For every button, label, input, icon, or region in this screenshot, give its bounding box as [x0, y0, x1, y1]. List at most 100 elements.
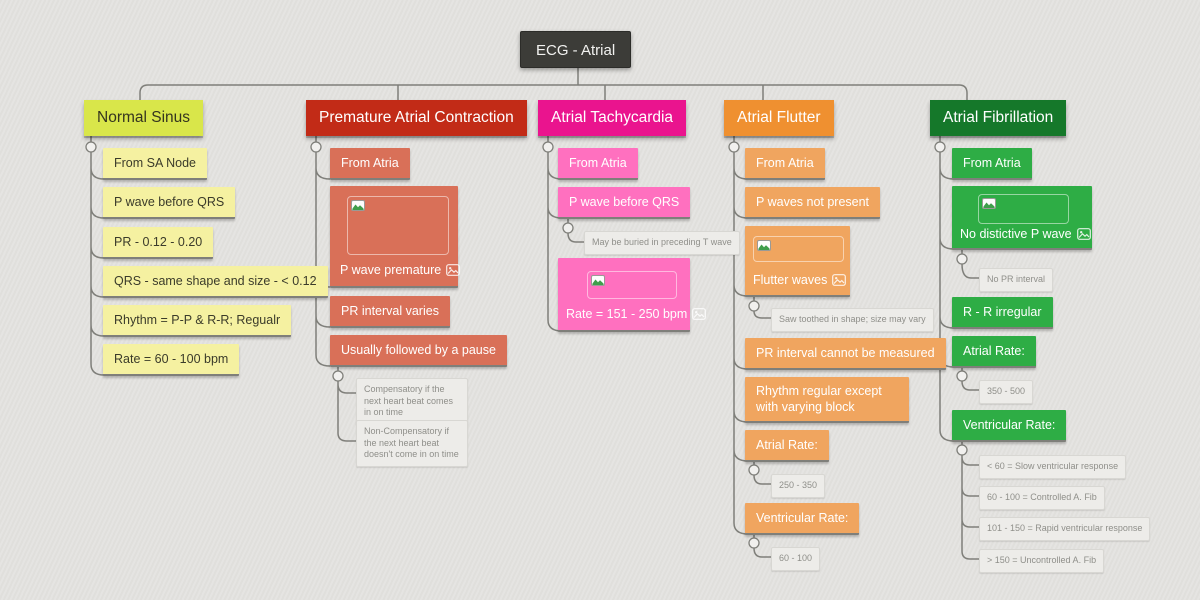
- subtopic-label: P wave before QRS: [569, 195, 680, 209]
- subtopic-no-distinctive-p-wave[interactable]: No distictive P wave: [952, 186, 1092, 250]
- subtopic-atrial-rate[interactable]: Atrial Rate:: [745, 430, 829, 462]
- connector-top-drops: [397, 85, 764, 100]
- connector-pac: [315, 136, 331, 367]
- subtopic-flutter-waves[interactable]: Flutter waves: [745, 226, 850, 297]
- subtopic-label: No distictive P wave: [960, 227, 1072, 241]
- collapse-toggle[interactable]: [748, 300, 760, 312]
- note-saw-toothed[interactable]: Saw toothed in shape; size may vary: [771, 308, 934, 332]
- subtopic-rhythm-regular[interactable]: Rhythm = P-P & R-R; Regualr: [103, 305, 292, 337]
- topic-atrial-fibrillation[interactable]: Atrial Fibrillation: [930, 100, 1067, 136]
- note-controlled-afib[interactable]: 60 - 100 = Controlled A. Fib: [979, 486, 1105, 510]
- note-text: May be buried in preceding T wave: [592, 237, 732, 247]
- root-topic[interactable]: ECG - Atrial: [520, 31, 632, 68]
- subtopic-label: PR interval varies: [341, 304, 439, 318]
- collapse-toggle[interactable]: [956, 444, 968, 456]
- subtopic-from-atria[interactable]: From Atria: [745, 148, 825, 180]
- subtopic-from-atria[interactable]: From Atria: [558, 148, 638, 180]
- subtopic-ventricular-rate[interactable]: Ventricular Rate:: [952, 410, 1067, 442]
- collapse-toggle[interactable]: [562, 222, 574, 234]
- subtopic-followed-by-pause[interactable]: Usually followed by a pause: [330, 335, 507, 367]
- subtopic-label: PR - 0.12 - 0.20: [114, 235, 203, 249]
- topic-premature-atrial-contraction[interactable]: Premature Atrial Contraction: [306, 100, 527, 136]
- subtopic-qrs-shape[interactable]: QRS - same shape and size - < 0.12: [103, 266, 328, 298]
- connector-afib-notes: [961, 249, 979, 560]
- note-text: Saw toothed in shape; size may vary: [779, 314, 926, 324]
- note-slow-ventricular-response[interactable]: < 60 = Slow ventricular response: [979, 455, 1127, 479]
- connector-afl-notes: [753, 296, 771, 558]
- collapse-toggle[interactable]: [956, 253, 968, 265]
- subtopic-from-sa-node[interactable]: From SA Node: [103, 148, 207, 180]
- collapse-toggle[interactable]: [542, 141, 554, 153]
- subtopic-pr-interval-varies[interactable]: PR interval varies: [330, 296, 450, 328]
- connector-at: [547, 136, 563, 332]
- subtopic-label: R - R irregular: [963, 305, 1042, 319]
- subtopic-label: From Atria: [569, 156, 627, 170]
- subtopic-label: P waves not present: [756, 195, 870, 209]
- collapse-toggle[interactable]: [934, 141, 946, 153]
- subtopic-p-wave-premature[interactable]: P wave premature: [330, 186, 461, 288]
- subtopic-label: Usually followed by a pause: [341, 343, 496, 357]
- image-attachment-icon[interactable]: [1076, 228, 1091, 240]
- topic-label: Normal Sinus: [97, 109, 191, 126]
- note-compensatory[interactable]: Compensatory if the next heart beat come…: [356, 378, 468, 425]
- collapse-toggle[interactable]: [748, 464, 760, 476]
- image-placeholder[interactable]: [587, 271, 677, 299]
- collapse-toggle[interactable]: [310, 141, 322, 153]
- subtopic-rhythm-varying-block[interactable]: Rhythm regular except with varying block: [745, 377, 909, 423]
- subtopic-from-atria[interactable]: From Atria: [952, 148, 1032, 180]
- subtopic-label: P wave premature: [340, 263, 442, 277]
- image-attachment-icon[interactable]: [446, 264, 461, 276]
- subtopic-r-r-irregular[interactable]: R - R irregular: [952, 297, 1053, 329]
- subtopic-from-atria[interactable]: From Atria: [330, 148, 410, 180]
- note-non-compensatory[interactable]: Non-Compensatory if the next heart beat …: [356, 420, 468, 467]
- note-ventricular-rate-value[interactable]: 60 - 100: [771, 547, 821, 571]
- subtopic-p-wave-before-qrs[interactable]: P wave before QRS: [103, 187, 236, 219]
- subtopic-label: QRS - same shape and size - < 0.12: [114, 274, 317, 288]
- subtopic-label: From SA Node: [114, 156, 196, 170]
- note-text: 60 - 100: [779, 553, 813, 563]
- subtopic-label: From Atria: [756, 156, 814, 170]
- subtopic-label: From Atria: [341, 156, 399, 170]
- broken-image-icon: [982, 198, 996, 209]
- note-rapid-ventricular-response[interactable]: 101 - 150 = Rapid ventricular response: [979, 517, 1151, 541]
- note-atrial-rate-value[interactable]: 350 - 500: [979, 380, 1034, 404]
- subtopic-pr-cannot-be-measured[interactable]: PR interval cannot be measured: [745, 338, 946, 370]
- note-buried-t-wave[interactable]: May be buried in preceding T wave: [584, 231, 740, 255]
- subtopic-label: PR interval cannot be measured: [756, 346, 935, 360]
- topic-atrial-flutter[interactable]: Atrial Flutter: [724, 100, 834, 136]
- collapse-toggle[interactable]: [85, 141, 97, 153]
- subtopic-rate-60-100[interactable]: Rate = 60 - 100 bpm: [103, 344, 240, 376]
- topic-label: Atrial Fibrillation: [943, 109, 1054, 126]
- image-placeholder[interactable]: [753, 236, 844, 262]
- image-attachment-icon[interactable]: [692, 308, 707, 320]
- subtopic-atrial-rate[interactable]: Atrial Rate:: [952, 336, 1036, 368]
- topic-normal-sinus[interactable]: Normal Sinus: [84, 100, 204, 136]
- collapse-toggle[interactable]: [956, 370, 968, 382]
- collapse-toggle[interactable]: [728, 141, 740, 153]
- subtopic-rate-151-250[interactable]: Rate = 151 - 250 bpm: [558, 258, 707, 332]
- image-attachment-icon[interactable]: [832, 274, 847, 286]
- connector-afl: [733, 136, 749, 535]
- root-topic-label: ECG - Atrial: [536, 42, 616, 59]
- image-placeholder[interactable]: [347, 196, 449, 255]
- subtopic-p-wave-before-qrs[interactable]: P wave before QRS: [558, 187, 691, 219]
- topic-label: Atrial Flutter: [737, 109, 821, 126]
- topic-label: Premature Atrial Contraction: [319, 109, 514, 126]
- collapse-toggle[interactable]: [332, 370, 344, 382]
- note-atrial-rate-value[interactable]: 250 - 350: [771, 474, 826, 498]
- connector-top-rail: [139, 84, 968, 100]
- collapse-toggle[interactable]: [748, 537, 760, 549]
- note-no-pr-interval[interactable]: No PR interval: [979, 268, 1054, 292]
- subtopic-p-waves-not-present[interactable]: P waves not present: [745, 187, 881, 219]
- note-uncontrolled-afib[interactable]: > 150 = Uncontrolled A. Fib: [979, 549, 1105, 573]
- subtopic-pr-interval[interactable]: PR - 0.12 - 0.20: [103, 227, 214, 259]
- subtopic-ventricular-rate[interactable]: Ventricular Rate:: [745, 503, 860, 535]
- topic-atrial-tachycardia[interactable]: Atrial Tachycardia: [538, 100, 687, 136]
- broken-image-icon: [757, 240, 771, 251]
- connector-afib: [939, 136, 955, 442]
- subtopic-label: From Atria: [963, 156, 1021, 170]
- connector-pac-notes: [337, 366, 356, 442]
- image-placeholder[interactable]: [978, 194, 1069, 224]
